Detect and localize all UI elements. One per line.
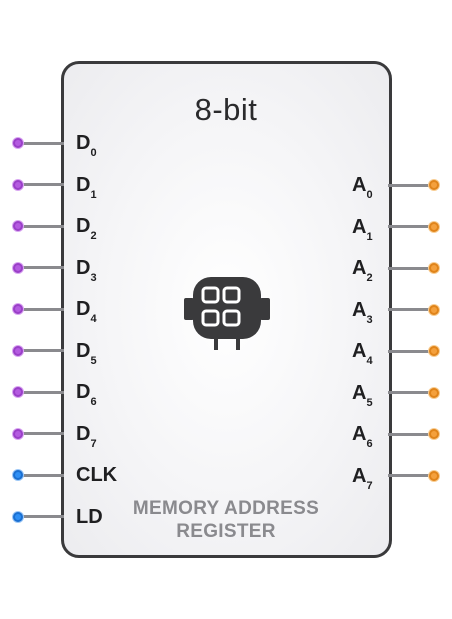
pin-wire-a2 <box>388 266 434 270</box>
pin-label-base: A <box>352 257 367 279</box>
pin-wire-d0 <box>18 141 64 145</box>
pin-wire-d2 <box>18 224 64 228</box>
pin-label-base: LD <box>76 505 103 528</box>
pin-wire-d1 <box>18 183 64 186</box>
pin-label-subscript: 7 <box>90 437 97 450</box>
pin-connector-a3[interactable] <box>429 304 439 315</box>
pin-label-a0: A0 <box>352 174 373 201</box>
pin-label-subscript: 6 <box>366 438 373 450</box>
pin-label-subscript: 4 <box>90 313 97 325</box>
pin-connector-clk[interactable] <box>13 470 23 480</box>
pin-wire-a6 <box>388 432 434 436</box>
pin-wire-d6 <box>18 390 64 394</box>
pin-label-subscript: 1 <box>366 230 373 243</box>
pin-label-subscript: 0 <box>366 189 373 201</box>
pin-wire-d4 <box>18 307 64 311</box>
subtitle-line-2: REGISTER <box>176 521 276 542</box>
pin-connector-d5[interactable] <box>13 345 23 356</box>
pin-label-d7: D7 <box>76 422 97 450</box>
pin-label-base: A <box>352 381 367 404</box>
pin-label-base: D <box>76 422 91 445</box>
pin-label-d4: D4 <box>76 298 97 325</box>
pin-wire-ld <box>18 515 64 518</box>
pin-label-base: D <box>76 339 91 362</box>
pin-label-subscript: 3 <box>90 271 97 284</box>
pin-connector-d4[interactable] <box>13 304 23 314</box>
pin-wire-a0 <box>388 183 434 187</box>
pin-label-a2: A2 <box>352 257 373 284</box>
pin-connector-a4[interactable] <box>429 346 439 356</box>
pin-connector-a1[interactable] <box>429 221 439 232</box>
pin-label-a1: A1 <box>352 215 373 243</box>
pin-label-base: A <box>352 423 367 445</box>
pin-label-base: A <box>352 340 367 362</box>
pin-label-subscript: 1 <box>90 188 97 201</box>
pin-label-base: A <box>352 464 367 487</box>
pin-label-subscript: 5 <box>366 396 373 409</box>
pin-connector-d2[interactable] <box>13 221 23 231</box>
pin-connector-a0[interactable] <box>429 180 439 190</box>
pin-label-base: A <box>352 298 367 321</box>
subtitle-line-1: MEMORY ADDRESS <box>132 498 320 519</box>
pin-label-base: D <box>76 173 91 196</box>
pin-label-subscript: 6 <box>90 396 97 408</box>
pin-wire-d3 <box>18 266 64 269</box>
pin-label-clk: CLK <box>76 465 117 485</box>
pin-label-base: A <box>352 174 367 196</box>
pin-connector-a6[interactable] <box>429 429 439 439</box>
pin-label-subscript: 7 <box>366 479 373 492</box>
pin-label-subscript: 5 <box>90 354 97 367</box>
pin-connector-d6[interactable] <box>13 387 23 397</box>
pin-wire-a5 <box>388 391 434 394</box>
pin-label-d1: D1 <box>76 173 97 201</box>
pin-wire-d5 <box>18 349 64 352</box>
component-subtitle: MEMORY ADDRESS REGISTER <box>118 497 334 543</box>
pin-label-a3: A3 <box>352 298 373 326</box>
pin-label-d6: D6 <box>76 381 97 408</box>
pin-label-base: D <box>76 256 91 279</box>
pin-label-subscript: 0 <box>90 147 97 159</box>
pin-label-d3: D3 <box>76 256 97 284</box>
pin-connector-a5[interactable] <box>429 387 439 398</box>
pin-connector-d1[interactable] <box>13 179 23 190</box>
pin-connector-d7[interactable] <box>13 428 23 439</box>
pin-wire-a7 <box>388 474 434 477</box>
pin-wire-a4 <box>388 349 434 353</box>
pin-label-base: D <box>76 298 91 320</box>
pin-wire-a1 <box>388 225 434 228</box>
pin-label-subscript: 2 <box>90 230 97 242</box>
pin-label-ld: LD <box>76 507 103 527</box>
pin-connector-ld[interactable] <box>13 511 23 522</box>
pin-label-a4: A4 <box>352 340 373 367</box>
pin-label-d2: D2 <box>76 215 97 242</box>
pin-label-base: D <box>76 215 91 237</box>
pin-label-base: A <box>352 215 367 238</box>
pin-wire-a3 <box>388 308 434 311</box>
pin-label-d0: D0 <box>76 132 97 159</box>
pin-label-base: D <box>76 132 91 154</box>
pin-label-base: CLK <box>76 464 118 486</box>
pin-label-a6: A6 <box>352 423 373 450</box>
pin-label-a7: A7 <box>352 464 373 492</box>
pin-label-subscript: 3 <box>366 313 373 326</box>
pin-connector-a7[interactable] <box>429 470 439 481</box>
pin-wire-d7 <box>18 432 64 435</box>
pin-label-subscript: 4 <box>366 355 373 367</box>
pin-wire-clk <box>18 473 64 477</box>
pin-connector-d0[interactable] <box>13 138 23 148</box>
pin-label-subscript: 2 <box>366 272 373 284</box>
pin-connector-d3[interactable] <box>13 262 23 273</box>
component-title: 8-bit <box>194 92 258 127</box>
pin-label-a5: A5 <box>352 381 373 409</box>
pin-label-d5: D5 <box>76 339 97 367</box>
pin-label-base: D <box>76 381 91 403</box>
chip-icon <box>184 277 270 350</box>
pin-connector-a2[interactable] <box>429 263 439 273</box>
